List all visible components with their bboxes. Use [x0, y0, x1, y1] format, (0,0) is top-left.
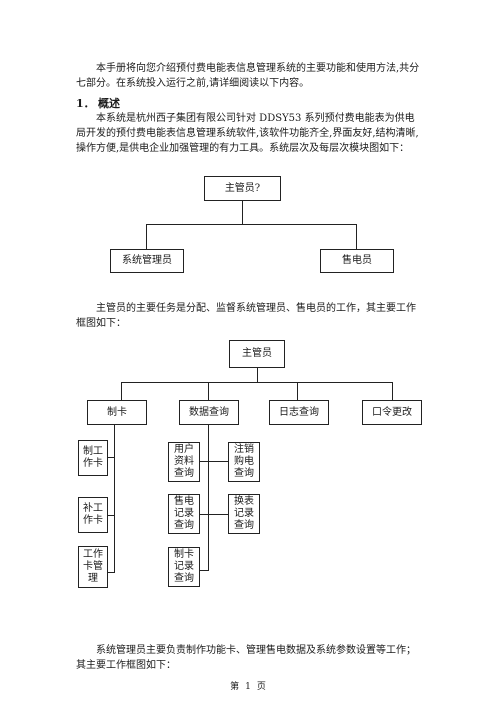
- make-work-card-box: 制工 作卡: [78, 440, 108, 476]
- connector: [200, 461, 228, 462]
- diagram2-root-box: 主管员: [229, 340, 285, 368]
- connector: [121, 382, 122, 400]
- connector: [121, 382, 393, 383]
- connector: [200, 514, 228, 515]
- connector: [208, 425, 209, 571]
- diagram1-root-box: 主管员?: [204, 176, 281, 201]
- data-query-box: 数据查询: [179, 400, 239, 425]
- connector: [242, 201, 243, 224]
- connector: [257, 368, 258, 382]
- section-number: 1．: [76, 97, 95, 110]
- intro-paragraph: 本手册将向您介绍预付费电能表信息管理系统的主要功能和使用方法,共分七部分。在系统…: [76, 63, 420, 89]
- connector: [108, 572, 115, 573]
- footer-suffix: 页: [256, 682, 266, 692]
- overview-paragraph: 本系统是杭州西子集团有限公司针对 DDSY53 系列预付费电能表为供电局开发的预…: [76, 113, 419, 154]
- connector: [208, 382, 209, 400]
- section-title: 概述: [98, 97, 120, 110]
- connector: [108, 457, 115, 458]
- reissue-work-card-box: 补工 作卡: [78, 497, 108, 533]
- connector: [392, 382, 393, 400]
- password-change-box: 口令更改: [362, 400, 422, 425]
- connector: [146, 224, 147, 249]
- log-query-box: 日志查询: [269, 400, 329, 425]
- connector: [114, 425, 115, 573]
- diagram1-right-box: 售电员: [320, 249, 394, 273]
- work-card-management-box: 工作 卡管 理: [78, 546, 108, 588]
- sysadmin-paragraph: 系统管理员主要负责制作功能卡、管理售电数据及系统参数设置等工作；其主要工作框图如…: [76, 645, 416, 671]
- connector: [146, 224, 357, 225]
- supervisor-paragraph: 主管员的主要任务是分配、监督系统管理员、售电员的工作，其主要工作框图如下：: [76, 303, 416, 329]
- sales-record-query-box: 售电 记录 查询: [168, 494, 200, 534]
- section-heading: 1．概述: [76, 95, 120, 111]
- connector: [200, 570, 209, 571]
- diagram1-left-box: 系统管理员: [110, 249, 184, 273]
- connector: [297, 382, 298, 400]
- footer-prefix: 第: [230, 682, 240, 692]
- card-making-box: 制卡: [87, 400, 147, 425]
- cancel-purchase-query-box: 注销 购电 查询: [228, 442, 260, 482]
- card-record-query-box: 制卡 记录 查询: [168, 547, 200, 587]
- page-number: 1: [245, 682, 251, 692]
- connector: [356, 224, 357, 249]
- meter-change-query-box: 换表 记录 查询: [228, 494, 260, 534]
- user-info-query-box: 用户 资料 查询: [168, 442, 200, 482]
- connector: [108, 515, 115, 516]
